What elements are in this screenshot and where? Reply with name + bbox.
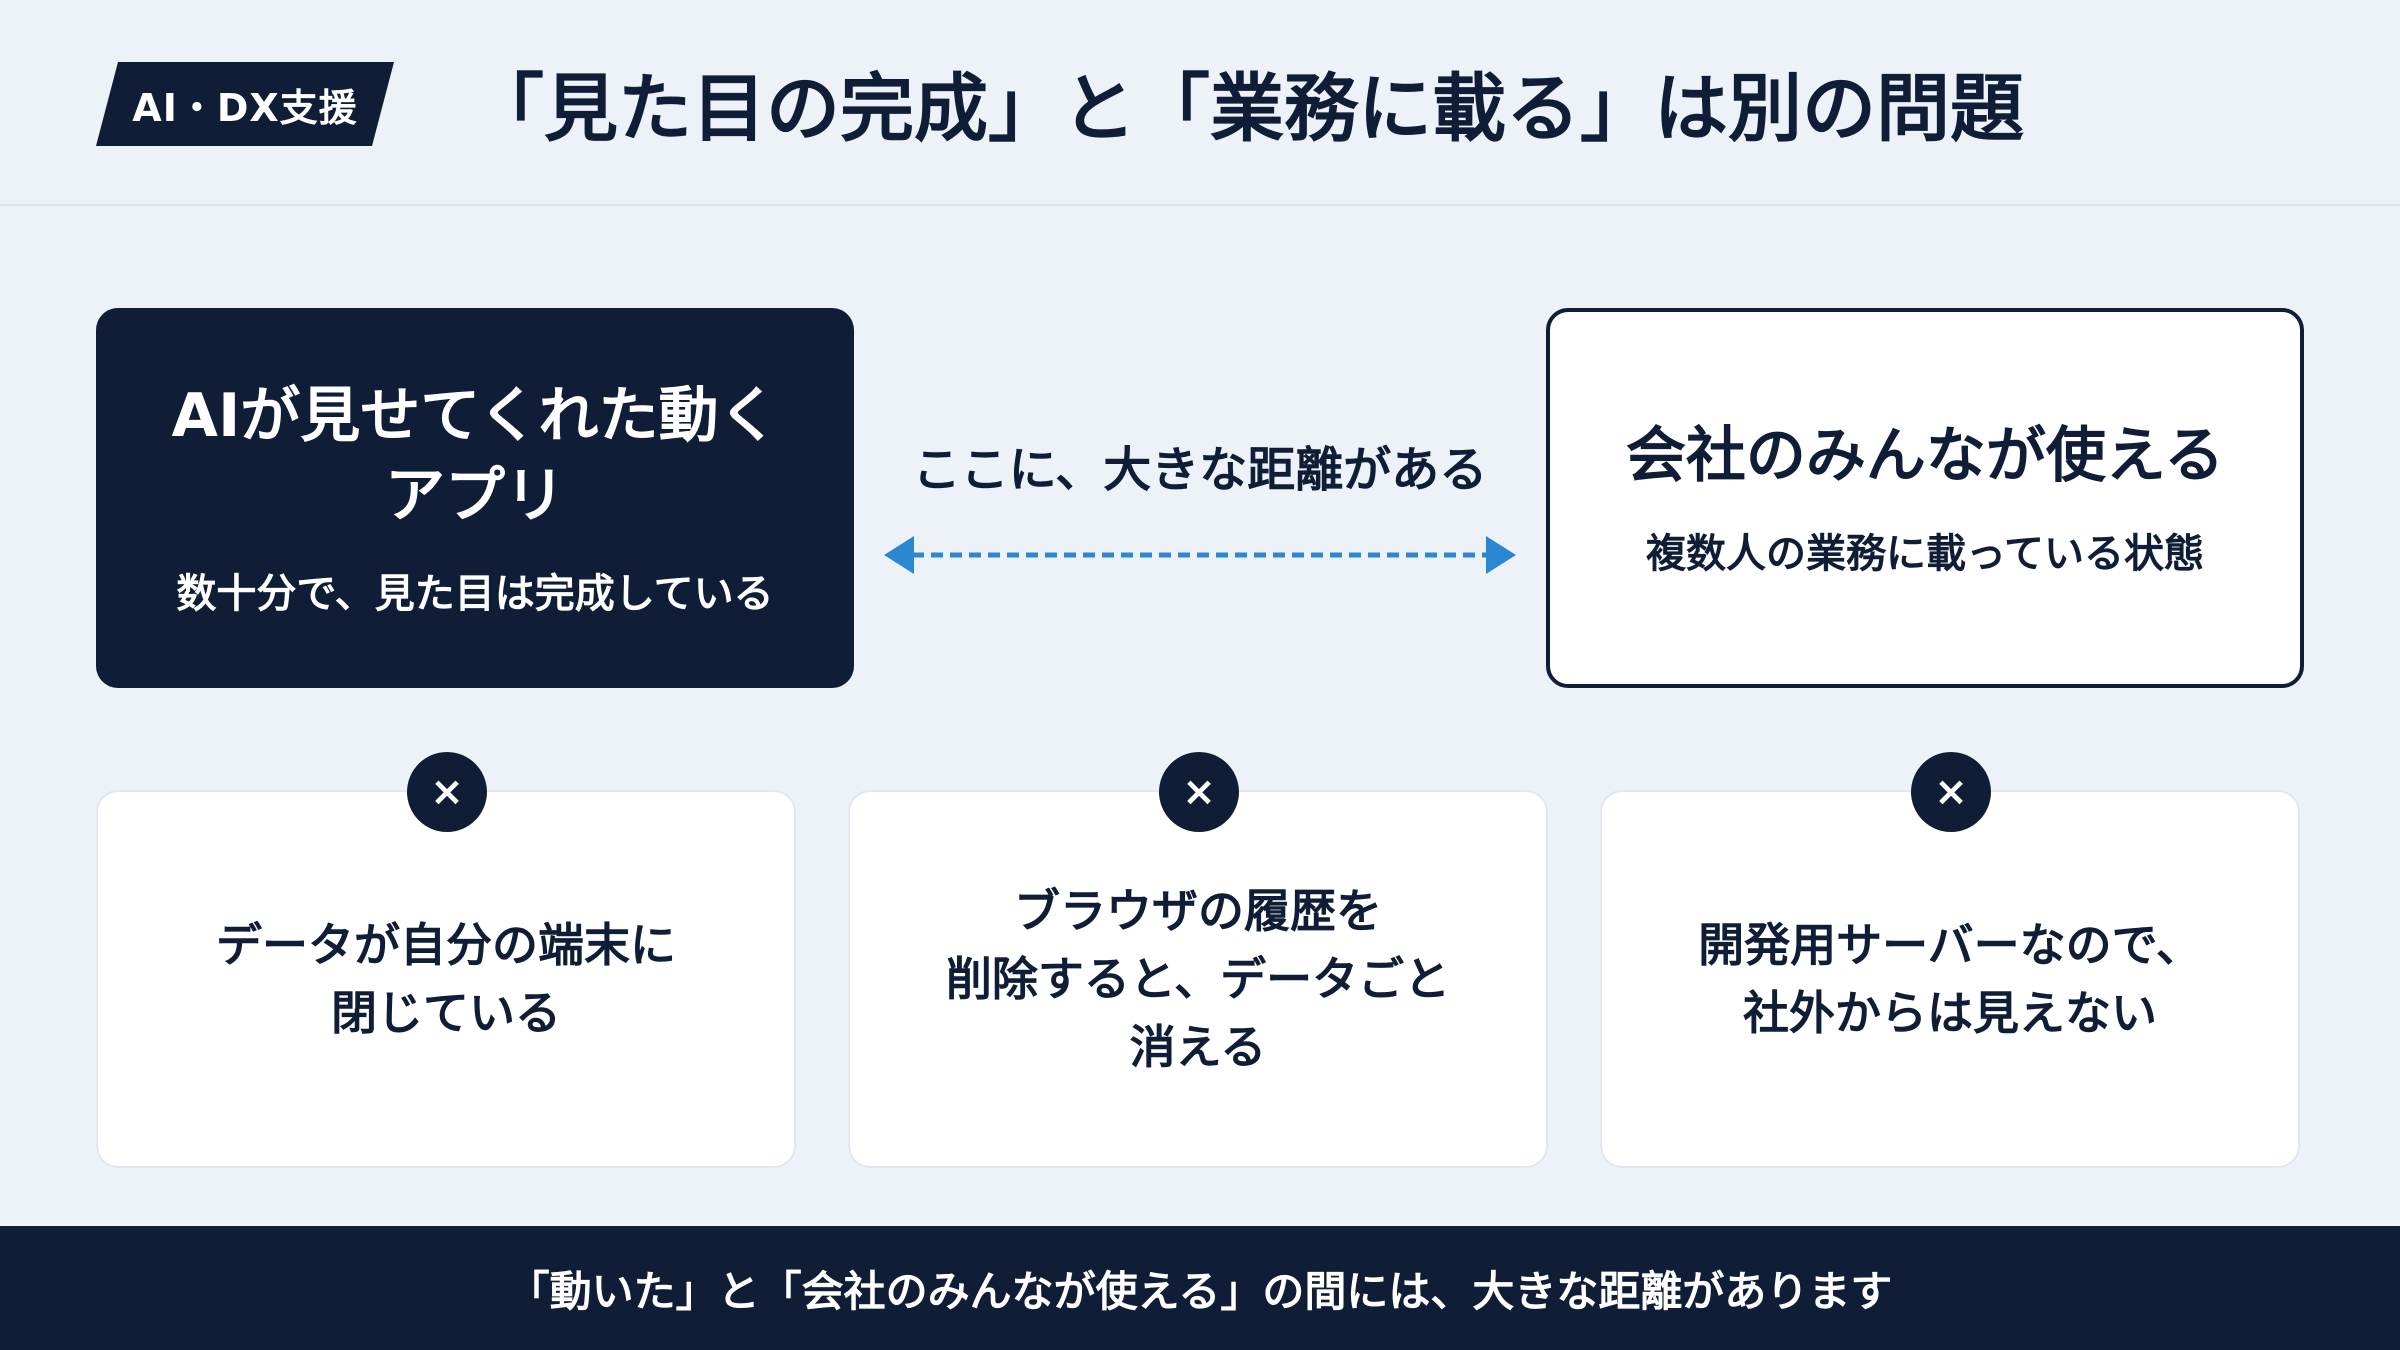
close-icon: × — [407, 752, 487, 832]
footer-message: 「動いた」と「会社のみんなが使える」の間には、大きな距離があります — [0, 1226, 2400, 1350]
current-state-box: AIが見せてくれた動くアプリ 数十分で、見た目は完成している — [96, 308, 854, 688]
header: AI・DX支援 「見た目の完成」と「業務に載る」は別の問題 — [0, 0, 2400, 206]
current-state-subtitle: 数十分で、見た目は完成している — [176, 571, 774, 617]
current-state-title: AIが見せてくれた動くアプリ — [171, 381, 779, 531]
close-icon: × — [1159, 752, 1239, 832]
issue-card-browser-history: ブラウザの履歴を 削除すると、データごと 消える — [848, 790, 1548, 1168]
target-state-title: 会社のみんなが使える — [1625, 421, 2225, 491]
double-arrow-icon — [884, 536, 1516, 574]
issue-card-local-data: データが自分の端末に 閉じている — [96, 790, 796, 1168]
target-state-box: 会社のみんなが使える 複数人の業務に載っている状態 — [1546, 308, 2304, 688]
gap-label: ここに、大きな距離がある — [912, 442, 1488, 498]
issue-card-dev-server: 開発用サーバーなので、 社外からは見えない — [1600, 790, 2300, 1168]
target-state-subtitle: 複数人の業務に載っている状態 — [1646, 531, 2204, 577]
category-tag: AI・DX支援 — [96, 62, 394, 146]
close-icon: × — [1911, 752, 1991, 832]
page-title: 「見た目の完成」と「業務に載る」は別の問題 — [470, 65, 2024, 152]
